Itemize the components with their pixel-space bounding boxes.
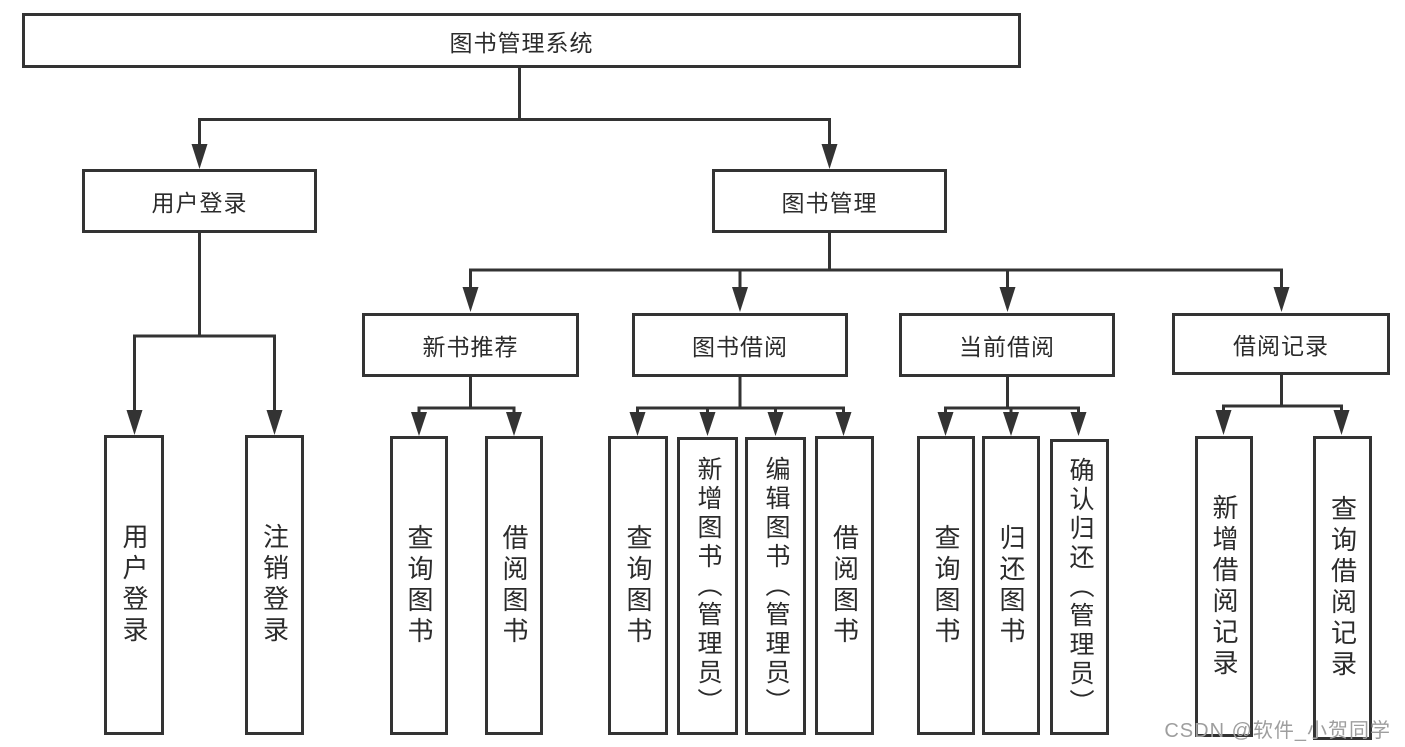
node-user-login-label: 用户登录: [151, 190, 248, 216]
leaf-logout-label: 注销登录: [259, 523, 290, 647]
leaf-current-query-books: 查询图书: [917, 436, 975, 735]
node-book-borrow-label: 图书借阅: [692, 334, 788, 360]
leaf-borrow-books-label: 借阅图书: [829, 523, 860, 648]
node-current-borrow-label: 当前借阅: [959, 334, 1055, 360]
watermark: CSDN @软件_小贺同学: [1164, 720, 1391, 742]
node-book-management-label: 图书管理: [781, 190, 878, 216]
node-borrow-records: 借阅记录: [1172, 313, 1390, 375]
leaf-borrow-books: 借阅图书: [815, 436, 874, 735]
connector-current-borrow-children: [937, 377, 1087, 436]
connector-user-login-children: [126, 233, 283, 435]
node-current-borrow: 当前借阅: [899, 313, 1115, 377]
leaf-borrow-query-books-label: 查询图书: [623, 523, 653, 648]
node-book-management: 图书管理: [712, 169, 947, 233]
leaf-user-login: 用户登录: [104, 435, 164, 735]
leaf-query-borrow-record: 查询借阅记录: [1313, 436, 1372, 740]
leaf-borrow-query-books: 查询图书: [608, 436, 668, 735]
leaf-add-borrow-record: 新增借阅记录: [1195, 436, 1253, 737]
node-user-login: 用户登录: [82, 169, 317, 233]
leaf-rec-query-books: 查询图书: [390, 436, 448, 735]
leaf-logout: 注销登录: [245, 435, 304, 735]
leaf-return-books: 归还图书: [982, 436, 1040, 735]
leaf-query-borrow-record-label: 查询借阅记录: [1327, 495, 1358, 681]
connector-borrow-records-children: [1215, 375, 1350, 435]
leaf-add-books-admin-label: 新增图书（管理员）: [694, 455, 722, 717]
leaf-return-books-label: 归还图书: [996, 523, 1026, 648]
leaf-add-borrow-record-label: 新增借阅记录: [1209, 493, 1239, 680]
leaf-edit-books-admin: 编辑图书（管理员）: [745, 437, 806, 735]
leaf-current-query-books-label: 查询图书: [931, 523, 961, 648]
connector-root-to-level2: [191, 68, 838, 169]
leaf-add-books-admin: 新增图书（管理员）: [677, 437, 738, 735]
leaf-confirm-return-admin-label: 确认归还（管理员）: [1066, 456, 1094, 718]
leaf-user-login-label: 用户登录: [119, 523, 149, 647]
connector-new-book-rec-children: [411, 377, 522, 436]
node-book-borrow: 图书借阅: [632, 313, 848, 377]
node-borrow-records-label: 借阅记录: [1233, 333, 1329, 359]
leaf-rec-borrow-books-label: 借阅图书: [499, 523, 529, 648]
node-root-label: 图书管理系统: [449, 29, 594, 56]
node-new-book-rec: 新书推荐: [362, 313, 579, 377]
node-new-book-rec-label: 新书推荐: [422, 334, 519, 360]
leaf-rec-borrow-books: 借阅图书: [485, 436, 543, 735]
leaf-edit-books-admin-label: 编辑图书（管理员）: [762, 455, 790, 717]
leaf-rec-query-books-label: 查询图书: [404, 523, 434, 648]
connector-book-management-children: [462, 233, 1290, 312]
leaf-confirm-return-admin: 确认归还（管理员）: [1050, 439, 1109, 735]
node-root: 图书管理系统: [22, 13, 1021, 68]
connector-book-borrow-children: [629, 377, 852, 436]
